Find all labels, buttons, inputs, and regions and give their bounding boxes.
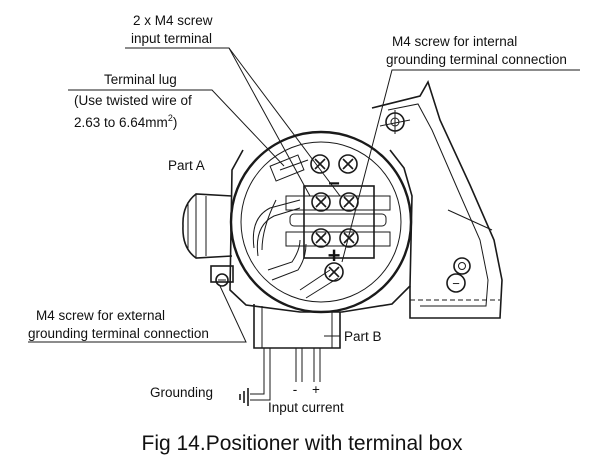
grounding-label: Grounding [150, 385, 213, 400]
ground-symbol-icon [239, 388, 249, 406]
terminal-lug-label-line2: (Use twisted wire of [74, 93, 192, 108]
conduit-part-b [253, 304, 341, 349]
external-ground-label-line1: M4 screw for external [36, 308, 165, 323]
internal-grounding-screw [324, 262, 344, 282]
terminal-minus-mark: − [328, 173, 340, 195]
part-b-label: Part B [344, 329, 382, 344]
internal-ground-label-line1: M4 screw for internal [392, 34, 517, 49]
screw-terminal-top-left [310, 154, 330, 174]
plus-polarity-label: + [312, 382, 320, 397]
terminal-block [285, 185, 391, 259]
screw-terminal-plus-left [311, 228, 331, 248]
internal-ground-label-line2: grounding terminal connection [386, 52, 567, 67]
input-current-cable [295, 348, 321, 382]
internal-wiring [252, 199, 339, 299]
input-terminal-label-line1: 2 x M4 screw [133, 13, 213, 28]
terminal-lug-label-line3: 2.63 to 6.64mm2) [74, 113, 177, 130]
external-ground-label-line2: grounding terminal connection [28, 326, 209, 341]
terminal-plus-mark: + [328, 243, 341, 268]
minus-polarity-label: - [293, 382, 298, 397]
screw-terminal-plus-right [339, 228, 359, 248]
input-terminal-label-line2: input terminal [131, 31, 212, 46]
terminal-lug-label-line1: Terminal lug [104, 72, 177, 87]
leader-lines [28, 47, 580, 343]
terminal-box-cover [229, 130, 413, 314]
screw-terminal-minus-left [311, 192, 331, 212]
terminal-lug [269, 154, 309, 182]
grounding-wire [250, 348, 271, 401]
housing-body [371, 80, 503, 319]
housing-bolt-top [385, 110, 405, 134]
minus-circle-marker: − [446, 273, 466, 293]
screw-terminal-top-right [338, 154, 358, 174]
external-grounding-screw [210, 265, 234, 287]
minus-circle-symbol: − [452, 276, 460, 291]
housing-bolt-bottom [453, 257, 471, 275]
cable-gland-part-a [182, 193, 233, 259]
input-current-label: Input current [268, 400, 344, 415]
figure-caption: Fig 14.Positioner with terminal box [142, 432, 463, 455]
part-a-label: Part A [168, 158, 205, 173]
terminal-screws [310, 154, 359, 282]
cover-flange [229, 149, 413, 313]
